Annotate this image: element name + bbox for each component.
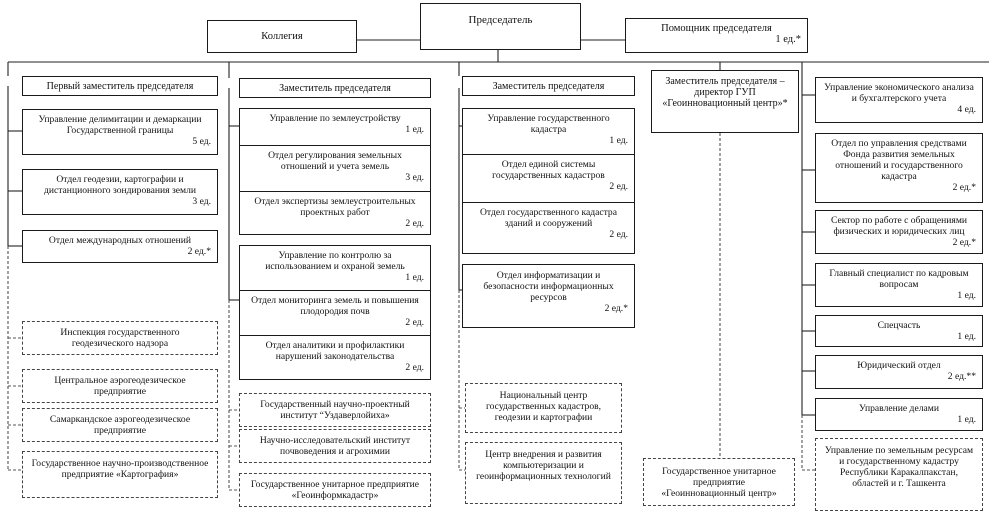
col3-org-2: Центр внедрения и развития компьютеризац… <box>465 442 622 504</box>
col2-group2-item-2: Отдел мониторинга земель и повышения пло… <box>240 291 430 336</box>
col1-unit-3: Отдел международных отношений 2 ед.* <box>22 230 218 263</box>
col5-unit-2: Отдел по управления средствами Фонда раз… <box>815 133 983 203</box>
col2-org-3: Государственное унитарное предприятие «Г… <box>239 473 431 507</box>
col2-group1-item-3: Отдел экспертизы землеустроительных прое… <box>254 196 424 229</box>
col1-org-1: Инспекция государственного геодезическог… <box>22 321 218 355</box>
chairman-title: Председатель <box>468 14 533 26</box>
col2-group-1: Управление по землеустройству 1 ед. Отде… <box>239 108 431 235</box>
col3-unit-2: Отдел информатизации и безопасности инфо… <box>462 264 635 328</box>
col5-unit-7: Управление делами 1 ед. <box>815 398 983 431</box>
col4-org: Государственное унитарное предприятие «Г… <box>643 458 795 506</box>
col3-org-1: Национальный центр государственных кадас… <box>465 383 622 433</box>
col2-org-2: Научно-исследовательский институт почвов… <box>239 429 431 463</box>
col1-unit-2: Отдел геодезии, картографии и дистанцион… <box>22 169 218 215</box>
col2-group2-item-3: Отдел аналитики и профилактики нарушений… <box>265 340 424 373</box>
col5-unit-5: Спецчасть 1 ед. <box>815 315 983 347</box>
col5-unit-3: Сектор по работе с обращениями физически… <box>815 210 983 254</box>
col1-org-2: Центральное аэрогеодезическое предприяти… <box>22 369 218 403</box>
col1-org-3: Самаркандское аэрогеодезическое предприя… <box>22 408 218 442</box>
col2-group2-item-1: Управление по контролю за использованием… <box>240 246 430 291</box>
col3-head: Заместитель председателя <box>462 76 635 96</box>
col1-head: Первый заместитель председателя <box>22 76 218 96</box>
assistant-title: Помощник председателя <box>661 23 772 34</box>
assistant-qty: 1 ед.* <box>775 34 801 45</box>
col2-group1-item-2: Отдел регулирования земельных отношений … <box>240 146 430 192</box>
col3-group-1: Управление государственного кадастра 1 е… <box>462 108 635 254</box>
col3-group1-item-1: Управление государственного кадастра 1 е… <box>463 109 634 155</box>
col5-unit-1: Управление экономического анализа и бухг… <box>815 77 983 123</box>
col5-org: Управление по земельным ресурсам и госуд… <box>815 438 983 511</box>
col4-head: Заместитель председателя – директор ГУП … <box>651 70 799 133</box>
col3-group1-item-3: Отдел государственного кадастра зданий и… <box>480 207 628 240</box>
col5-unit-6: Юридический отдел 2 ед.** <box>815 355 983 389</box>
col2-group-2: Управление по контролю за использованием… <box>239 245 431 380</box>
collegium-box: Коллегия <box>207 20 357 53</box>
col1-org-4: Государственное научно-производственное … <box>22 451 218 498</box>
chairman-box: Председатель <box>420 3 581 50</box>
assistant-box: Помощник председателя 1 ед.* <box>625 18 808 53</box>
col2-org-1: Государственный научно-проектный институ… <box>239 393 431 427</box>
col5-unit-4: Главный специалист по кадровым вопросам … <box>815 263 983 307</box>
col1-unit-1: Управление делимитации и демаркации Госу… <box>22 109 218 155</box>
collegium-title: Коллегия <box>261 31 303 42</box>
col2-group1-item-1: Управление по землеустройству 1 ед. <box>240 109 430 146</box>
col2-head: Заместитель председателя <box>239 78 431 98</box>
col3-group1-item-2: Отдел единой системы государственных кад… <box>463 155 634 203</box>
